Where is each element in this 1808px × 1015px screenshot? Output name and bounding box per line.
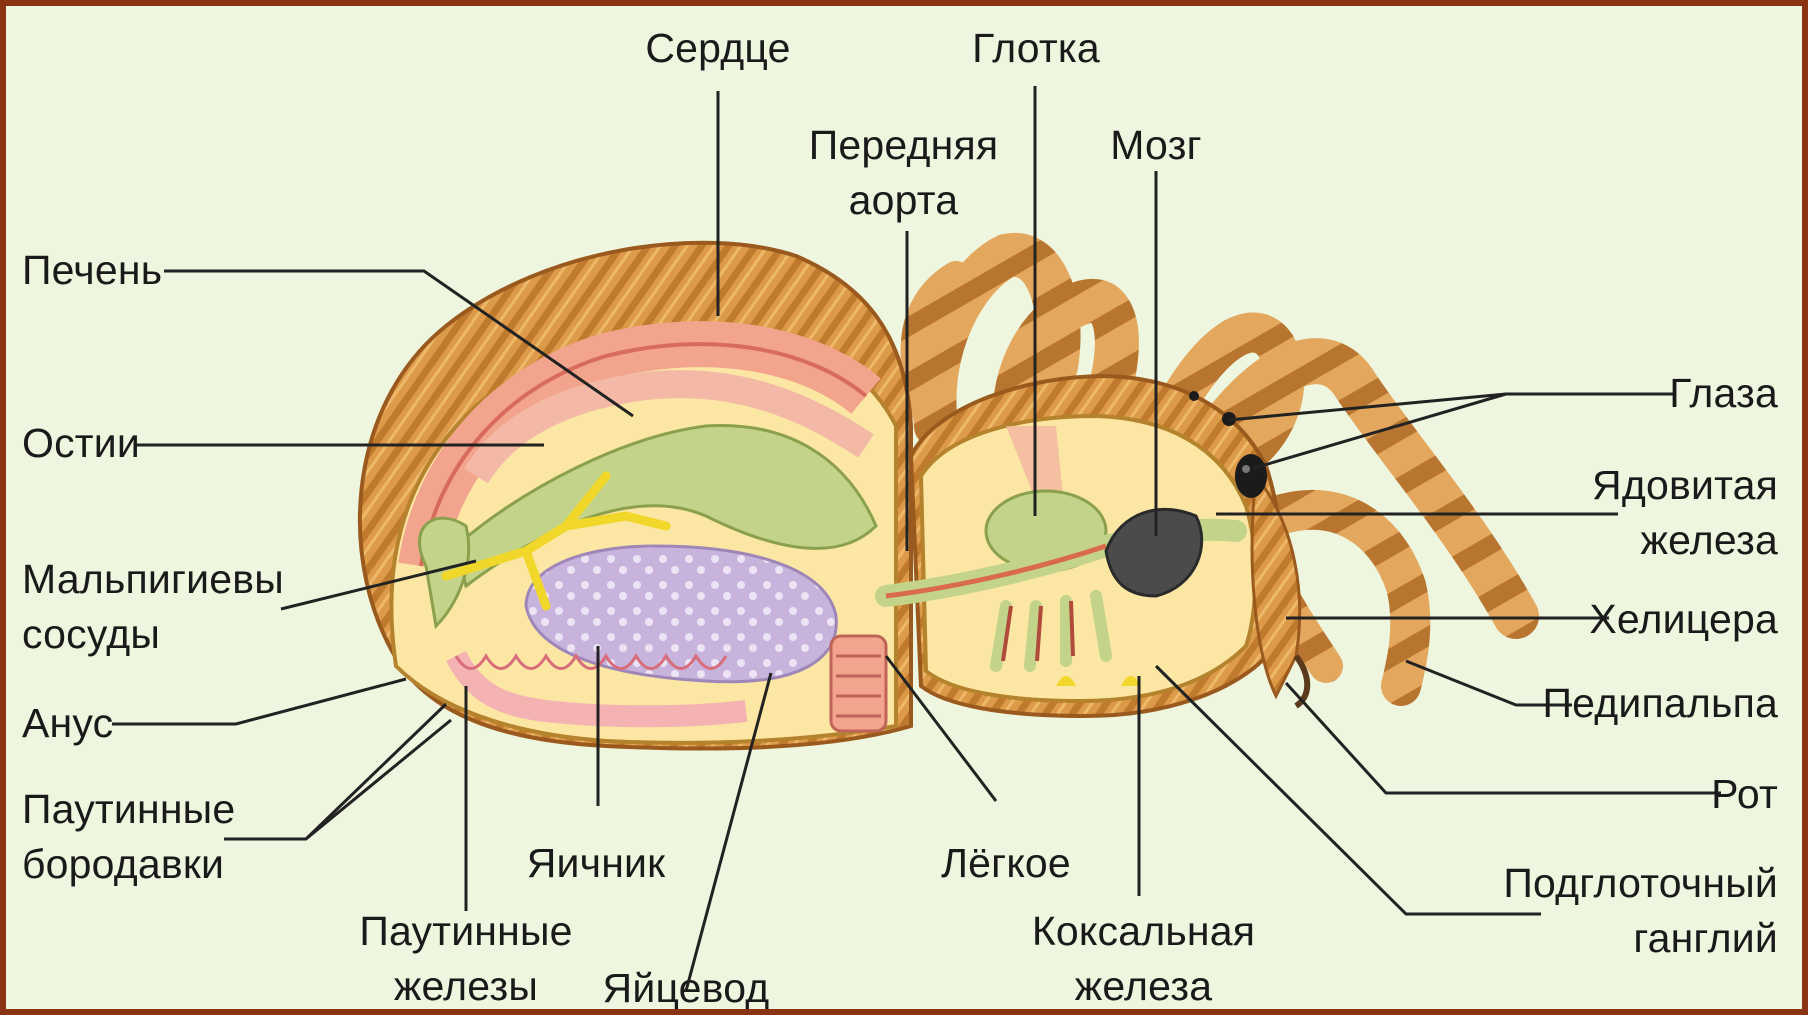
label-malpigievy-sosudy: Мальпигиевы сосуды xyxy=(22,552,284,662)
label-helitsera: Хелицера xyxy=(1589,592,1778,647)
label-yadovitaya-zheleza: Ядовитая железа xyxy=(1592,458,1778,568)
label-ostii: Остии xyxy=(22,416,140,471)
label-pautinnye-zhelezy: Паутинные железы xyxy=(346,904,586,1014)
label-podglotochny-gangliy: Подглоточный ганглий xyxy=(1503,856,1778,966)
label-pedipalpa: Педипальпа xyxy=(1543,676,1779,731)
label-rot: Рот xyxy=(1711,767,1778,822)
abdomen xyxy=(360,243,911,749)
label-pautinnye-borodavki: Паутинные бородавки xyxy=(22,782,235,892)
label-glaza: Глаза xyxy=(1669,366,1778,421)
label-anus: Анус xyxy=(22,696,113,751)
label-mozg: Мозг xyxy=(1091,118,1221,173)
label-perednyaya-aorta: Передняя аорта xyxy=(786,118,1021,228)
label-yaichnik: Яичник xyxy=(516,836,676,891)
label-glotka: Глотка xyxy=(956,21,1116,76)
label-yaytsevod: Яйцевод xyxy=(596,961,776,1015)
cephalothorax xyxy=(886,376,1283,716)
label-legkoe: Лёгкое xyxy=(936,836,1076,891)
label-pechen: Печень xyxy=(22,243,162,298)
label-serdtse: Сердце xyxy=(628,21,808,76)
label-koksalnaya-zheleza: Коксальная железа xyxy=(1031,904,1256,1014)
